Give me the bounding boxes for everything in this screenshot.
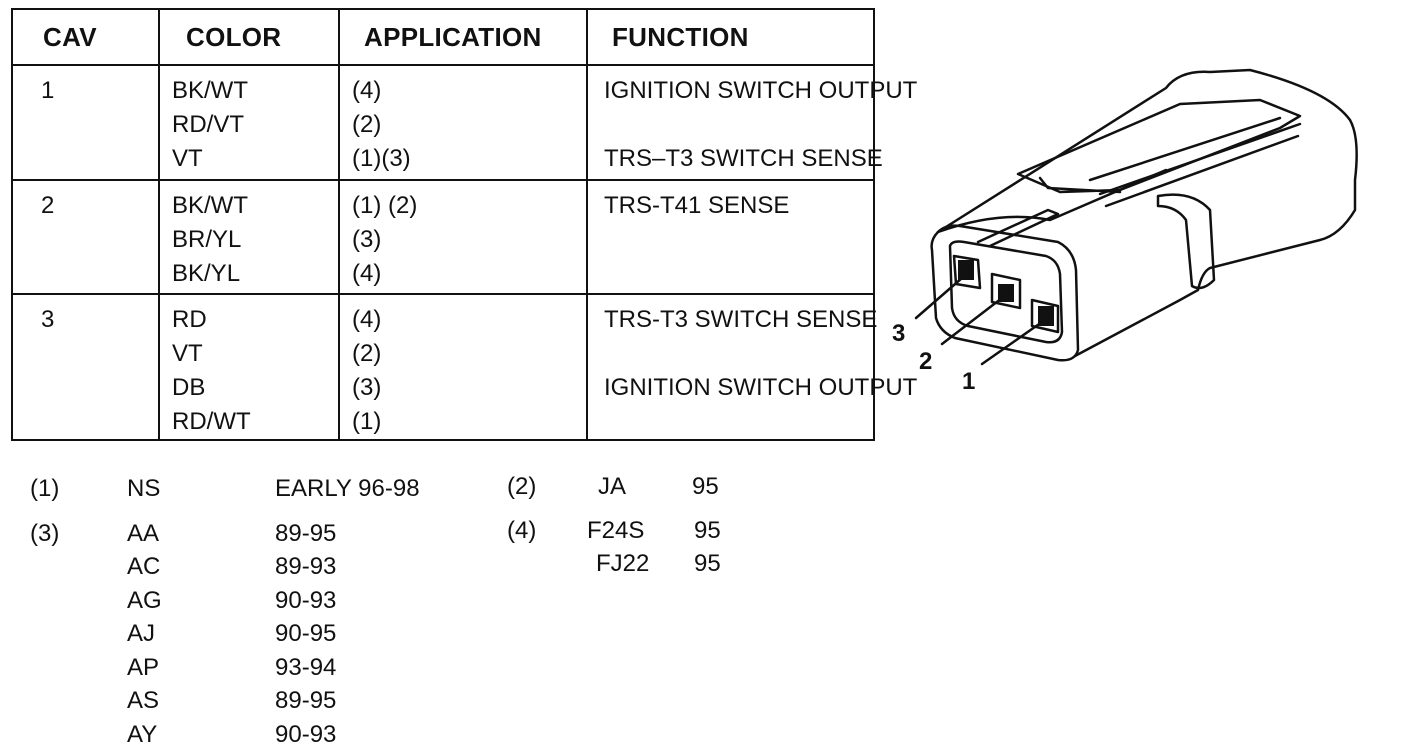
wire-color: DB <box>172 374 206 401</box>
function-text: TRS–T3 SWITCH SENSE <box>604 145 883 172</box>
header-cav: CAV <box>11 8 160 66</box>
color-cell: BK/WT BR/YL BK/YL <box>158 179 340 295</box>
function-text: TRS-T41 SENSE <box>604 192 790 219</box>
header-application: APPLICATION <box>338 8 588 66</box>
table-header-row: CAV COLOR APPLICATION FUNCTION <box>11 8 875 66</box>
connector-diagram: 3 2 1 <box>880 60 1400 420</box>
color-cell: RD VT DB RD/WT <box>158 293 340 441</box>
note-code: F24S <box>587 517 645 544</box>
table-row: 3 RD VT DB RD/WT (4) (2) (3) (1) TRS-T3 … <box>11 293 918 441</box>
leader-line-1 <box>980 320 1044 366</box>
function-text <box>604 108 873 142</box>
application-notes: (1) NS EARLY 96-98 (2) JA 95 (3) AA 89-9… <box>30 470 750 750</box>
application-cell: (1) (2) (3) (4) <box>338 179 588 295</box>
note-code: AA <box>127 520 160 547</box>
wire-color: VT <box>172 340 203 367</box>
function-text <box>604 223 873 257</box>
cav-number: 2 <box>41 192 55 219</box>
note-code: AS <box>127 687 160 714</box>
wire-color: BK/WT <box>172 192 248 219</box>
application-ref: (3) <box>352 226 382 253</box>
leader-line-2 <box>940 296 1004 346</box>
note-years: 90-93 <box>275 721 337 748</box>
wire-color: RD/WT <box>172 408 251 435</box>
application-cell: (4) (2) (3) (1) <box>338 293 588 441</box>
note-code: AJ <box>127 620 156 647</box>
pin-slot-3 <box>958 260 974 280</box>
wire-color: BK/WT <box>172 77 248 104</box>
function-text: TRS-T3 SWITCH SENSE <box>604 306 878 333</box>
table-row: 2 BK/WT BR/YL BK/YL (1) (2) (3) (4) TRS-… <box>11 179 875 295</box>
application-ref: (4) <box>352 77 382 104</box>
connector-body <box>936 68 1358 358</box>
wire-color: VT <box>172 145 203 172</box>
header-color: COLOR <box>158 8 340 66</box>
note-code: NS <box>127 475 161 502</box>
function-text <box>604 337 873 371</box>
function-cell: TRS-T3 SWITCH SENSE IGNITION SWITCH OUTP… <box>586 293 918 441</box>
application-ref: (4) <box>352 306 382 333</box>
note-years: 93-94 <box>275 654 337 681</box>
application-ref: (4) <box>352 260 382 287</box>
pin-label-3: 3 <box>892 320 906 347</box>
note-years: 89-95 <box>275 687 337 714</box>
note-years: 95 <box>694 550 721 577</box>
table-row: 1 BK/WT RD/VT VT (4) (2) (1)(3) IGNITION… <box>11 64 918 181</box>
note-years: 90-93 <box>275 587 337 614</box>
note-years: EARLY 96-98 <box>275 475 420 502</box>
cav-cell: 2 <box>11 179 160 295</box>
latch <box>1016 98 1302 194</box>
note-years: 89-95 <box>275 520 337 547</box>
note-key: (2) <box>507 473 537 500</box>
function-text <box>604 257 873 291</box>
connector-illustration <box>914 68 1358 366</box>
note-key: (4) <box>507 517 537 544</box>
note-key: (3) <box>30 520 60 547</box>
note-code: AC <box>127 553 161 580</box>
note-years: 95 <box>694 517 721 544</box>
wire-color: BR/YL <box>172 226 242 253</box>
pin-label-2: 2 <box>919 348 933 375</box>
function-cell: TRS-T41 SENSE <box>586 179 875 295</box>
application-ref: (2) <box>352 111 382 138</box>
function-text: IGNITION SWITCH OUTPUT <box>604 77 918 104</box>
function-cell: IGNITION SWITCH OUTPUT TRS–T3 SWITCH SEN… <box>586 64 918 181</box>
wire-color: RD/VT <box>172 111 244 138</box>
note-code: AG <box>127 587 162 614</box>
pin-label-1: 1 <box>962 368 976 395</box>
connector-front-face <box>930 224 1080 362</box>
note-code: AP <box>127 654 160 681</box>
application-ref: (1)(3) <box>352 145 411 172</box>
cav-number: 1 <box>41 77 55 104</box>
cav-number: 3 <box>41 306 55 333</box>
note-code: JA <box>598 473 627 500</box>
connector-pinout-table: CAV COLOR APPLICATION FUNCTION 1 BK/WT R… <box>11 8 918 441</box>
wire-color: RD <box>172 306 207 333</box>
wire-color: BK/YL <box>172 260 241 287</box>
application-ref: (1) <box>352 408 382 435</box>
leader-line-3 <box>914 276 964 320</box>
application-ref: (1) (2) <box>352 192 418 219</box>
note-years: 90-95 <box>275 620 337 647</box>
note-years: 95 <box>692 473 719 500</box>
connector-top-edge <box>936 168 1168 234</box>
lock-band <box>1156 193 1216 290</box>
connector-front-inner <box>948 240 1064 344</box>
note-years: 89-93 <box>275 553 337 580</box>
note-code: FJ22 <box>596 550 650 577</box>
function-text <box>604 405 873 439</box>
note-code: AY <box>127 721 158 748</box>
application-ref: (2) <box>352 340 382 367</box>
cav-cell: 3 <box>11 293 160 441</box>
function-text: IGNITION SWITCH OUTPUT <box>604 374 918 401</box>
cav-cell: 1 <box>11 64 160 181</box>
application-cell: (4) (2) (1)(3) <box>338 64 588 181</box>
header-function: FUNCTION <box>586 8 875 66</box>
color-cell: BK/WT RD/VT VT <box>158 64 340 181</box>
application-ref: (3) <box>352 374 382 401</box>
note-key: (1) <box>30 475 60 502</box>
